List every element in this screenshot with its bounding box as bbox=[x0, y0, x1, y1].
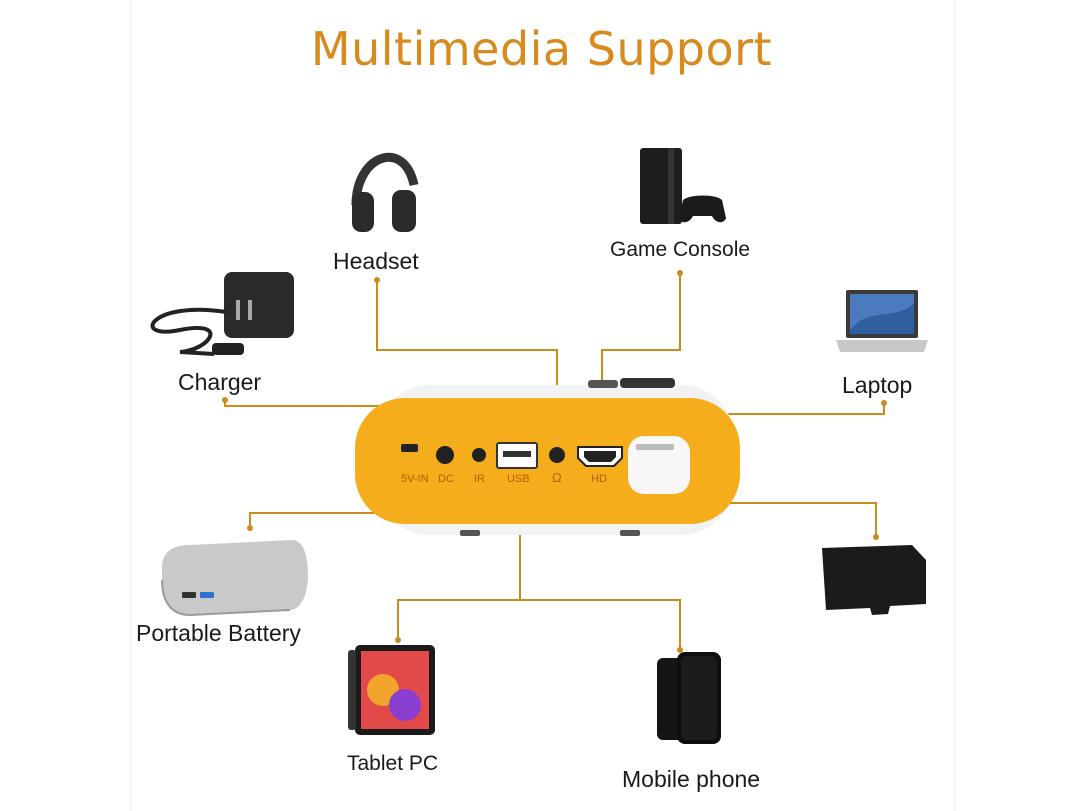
label-mobile-phone: Mobile phone bbox=[622, 766, 761, 792]
port-label-usb: USB bbox=[507, 473, 530, 485]
port-label-dc: DC bbox=[438, 473, 454, 485]
mobile-phone-icon bbox=[657, 652, 721, 744]
page-title: Multimedia Support bbox=[310, 22, 773, 76]
port-label-audio: Ω bbox=[552, 470, 562, 485]
label-portable-battery: Portable Battery bbox=[136, 620, 301, 646]
port-label-hd: HD bbox=[591, 473, 607, 485]
tablet-pc-icon bbox=[348, 645, 435, 735]
projector-ports bbox=[401, 436, 690, 494]
headset-icon bbox=[351, 152, 419, 232]
label-charger: Charger bbox=[178, 369, 262, 395]
label-headset: Headset bbox=[333, 248, 419, 274]
label-game-console: Game Console bbox=[610, 238, 751, 261]
port-label-ir: IR bbox=[474, 473, 485, 485]
port-label-5v-in: 5V-IN bbox=[401, 473, 429, 485]
label-tablet-pc: Tablet PC bbox=[347, 752, 439, 775]
sd-card-icon bbox=[822, 545, 926, 615]
portable-battery-icon bbox=[161, 540, 308, 617]
label-laptop: Laptop bbox=[842, 372, 913, 398]
game-console-icon bbox=[640, 148, 726, 224]
laptop-icon bbox=[836, 290, 928, 352]
charger-icon bbox=[150, 272, 294, 356]
connector-dots bbox=[222, 270, 887, 653]
